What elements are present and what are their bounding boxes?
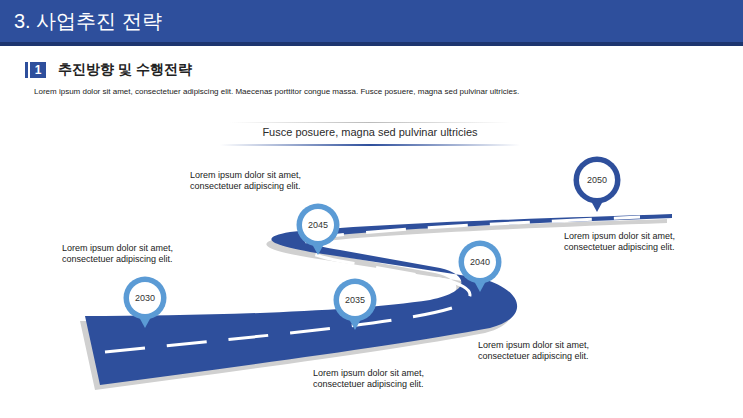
- pin-face: [302, 209, 334, 241]
- year-label: 2040: [470, 257, 490, 267]
- header-band: [0, 0, 743, 42]
- milestone-note: Lorem ipsum dolor sit amet, consectetuer…: [313, 368, 453, 390]
- year-pin: 2050: [573, 156, 621, 204]
- road-centerline: [105, 217, 640, 352]
- pin-ring: [297, 204, 340, 247]
- pin-ring: [124, 277, 167, 320]
- pin-ring: [334, 279, 377, 322]
- pin-face: [579, 162, 615, 198]
- section-number-box: 1: [30, 62, 46, 78]
- year-pin: 2030: [123, 276, 167, 320]
- section-bar: [25, 62, 28, 78]
- road-subtitle: Fusce posuere, magna sed pulvinar ultric…: [220, 126, 520, 139]
- pin-ring: [459, 241, 502, 284]
- pin-face: [339, 284, 371, 316]
- milestone-note: Lorem ipsum dolor sit amet, consectetuer…: [564, 231, 704, 253]
- year-label: 2035: [345, 295, 365, 305]
- pin-ring: [574, 157, 621, 204]
- year-pin: 2045: [296, 203, 340, 247]
- header-strip: [0, 42, 743, 46]
- year-pin: 2035: [333, 278, 377, 322]
- pin-face: [464, 246, 496, 278]
- milestone-note: Lorem ipsum dolor sit amet, consectetuer…: [478, 340, 618, 362]
- intro-text: Lorem ipsum dolor sit amet, consectetuer…: [34, 87, 519, 97]
- year-pin: 2040: [458, 240, 502, 284]
- milestone-note: Lorem ipsum dolor sit amet, consectetuer…: [190, 170, 330, 192]
- section-heading: 추진방향 및 수행전략: [58, 61, 192, 78]
- subtitle-line-top: [230, 122, 510, 123]
- section-number: 1: [35, 63, 42, 77]
- year-label: 2030: [135, 293, 155, 303]
- pin-face: [129, 282, 161, 314]
- subtitle-line-bottom: [220, 144, 520, 146]
- year-label: 2050: [587, 175, 607, 185]
- page-title: 3. 사업추진 전략: [14, 9, 162, 33]
- milestone-note: Lorem ipsum dolor sit amet, consectetuer…: [62, 243, 202, 265]
- year-label: 2045: [308, 220, 328, 230]
